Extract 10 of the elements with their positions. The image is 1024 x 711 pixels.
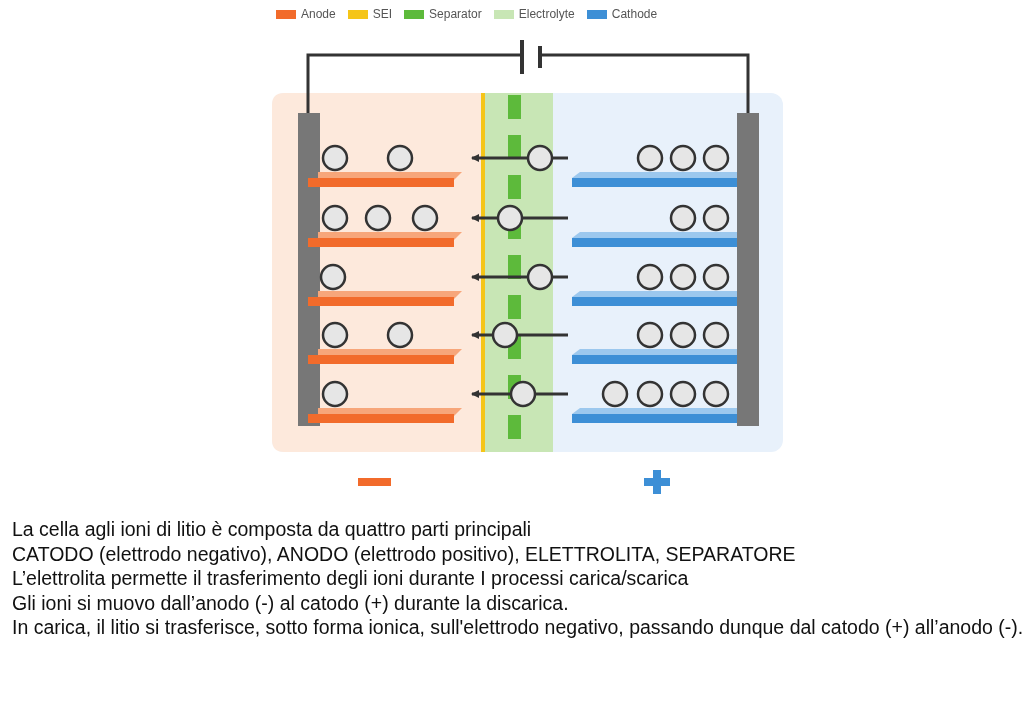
- description-text: In carica, il litio si trasferisce, sotto forma ionica, sull'elettrodo negativo, passando dunque dal catodo (+) all’anodo (-).: [12, 615, 1024, 640]
- legend-label: Anode: [301, 7, 336, 21]
- legend-label: Electrolyte: [518, 7, 575, 21]
- description-text: La cella agli ioni di litio è composta da quattro parti principali: [12, 517, 533, 542]
- description-text: L’elettrolita permette il trasferimento degli ioni durante I processi carica/scarica: [12, 566, 690, 591]
- legend-label: Cathode: [611, 7, 658, 21]
- legend-label: Separator: [429, 7, 482, 21]
- legend-label: SEI: [372, 7, 393, 21]
- description-text: Gli ioni si muovo dall’anodo (-) al catodo (+) durante la discarica.: [12, 590, 570, 615]
- description-text: CATODO (elettrodo negativo), ANODO (elettrodo positivo), ELETTROLITA, SEPARATORE: [12, 541, 797, 566]
